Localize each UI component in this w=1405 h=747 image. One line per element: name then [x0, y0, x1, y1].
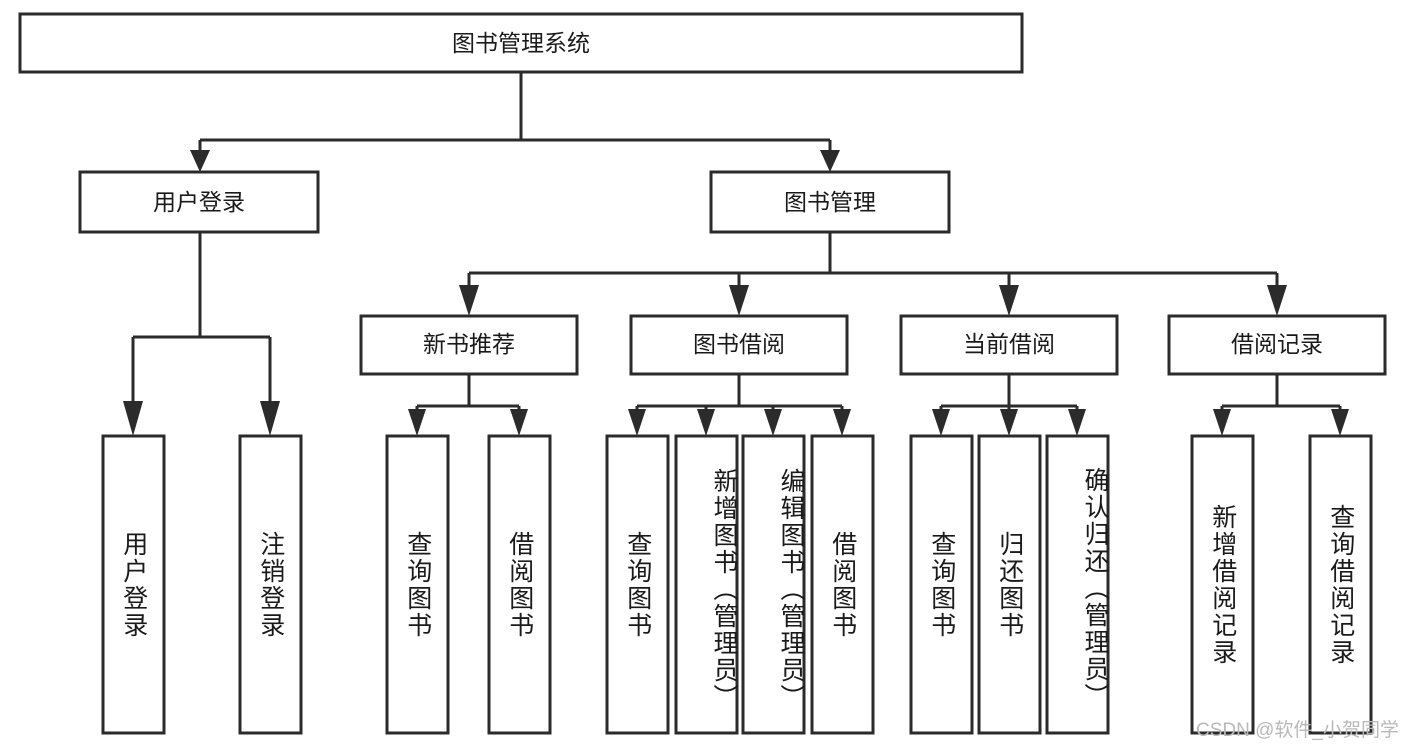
arrow-currentborrow-leaf-3 [1068, 409, 1086, 436]
arrow-currentborrow-leaf-2 [1000, 409, 1018, 436]
arrow-userlogin-leaf-2 [260, 401, 280, 436]
arrow-bookborrow-leaf-1 [628, 409, 646, 436]
arrow-newbook-leaf-2 [510, 409, 528, 436]
arrow-bookborrow-leaf-4 [833, 409, 851, 436]
leaf-box-book-borrow-4[interactable] [810, 434, 875, 735]
node-label-current-borrow: 当前借阅 [963, 331, 1055, 357]
arrow-to-current-borrow [999, 285, 1019, 316]
csdn-watermark: CSDN @软件_小贺同学 [1196, 720, 1399, 741]
node-box-book-borrow[interactable] [629, 314, 849, 376]
leaf-box-current-borrow-3[interactable] [1045, 434, 1110, 735]
node-box-new-book-recommend[interactable] [359, 314, 579, 376]
leaf-box-current-borrow-2[interactable] [977, 434, 1042, 735]
node-label-book-borrow: 图书借阅 [693, 331, 785, 357]
leaf-box-user-login-1[interactable] [101, 434, 166, 735]
leaf-box-book-borrow-1[interactable] [605, 434, 670, 735]
node-box-root[interactable] [18, 12, 1024, 74]
node-label-new-book-recommend: 新书推荐 [423, 331, 515, 357]
arrow-borrowrecord-leaf-1 [1213, 409, 1231, 436]
leaf-box-borrow-record-2[interactable] [1308, 434, 1373, 735]
node-label-root: 图书管理系统 [452, 30, 590, 56]
leaf-box-new-book-2[interactable] [487, 434, 552, 735]
node-label-borrow-record: 借阅记录 [1231, 331, 1323, 357]
arrow-to-user-login [190, 150, 210, 172]
node-box-user-login[interactable] [78, 170, 320, 234]
leaf-box-new-book-1[interactable] [385, 434, 450, 735]
leaf-box-user-login-2[interactable] [238, 434, 303, 735]
leaf-box-book-borrow-3[interactable] [741, 434, 806, 735]
arrow-to-book-borrow [729, 285, 749, 316]
node-box-borrow-record[interactable] [1167, 314, 1387, 376]
node-box-current-borrow[interactable] [899, 314, 1119, 376]
arrow-to-borrow-record [1267, 285, 1287, 316]
node-group: 图书管理系统 用户登录 图书管理 新书推荐 图书借阅 当前借阅 借阅记录 [18, 12, 1387, 735]
node-label-user-login: 用户登录 [153, 189, 245, 215]
arrow-to-new-book [459, 285, 479, 316]
leaf-box-book-borrow-2[interactable] [674, 434, 739, 735]
arrow-borrowrecord-leaf-2 [1331, 409, 1349, 436]
leaf-box-borrow-record-1[interactable] [1190, 434, 1255, 735]
arrow-currentborrow-leaf-1 [932, 409, 950, 436]
arrow-newbook-leaf-1 [408, 409, 426, 436]
arrow-bookborrow-leaf-2 [697, 409, 715, 436]
arrow-bookborrow-leaf-3 [764, 409, 782, 436]
leaf-box-current-borrow-1[interactable] [909, 434, 974, 735]
arrow-userlogin-leaf-1 [123, 401, 143, 436]
node-label-book-management: 图书管理 [784, 189, 876, 215]
arrow-to-book-mgmt [820, 150, 840, 172]
node-box-book-management[interactable] [709, 170, 951, 234]
connector-group [123, 72, 1349, 436]
